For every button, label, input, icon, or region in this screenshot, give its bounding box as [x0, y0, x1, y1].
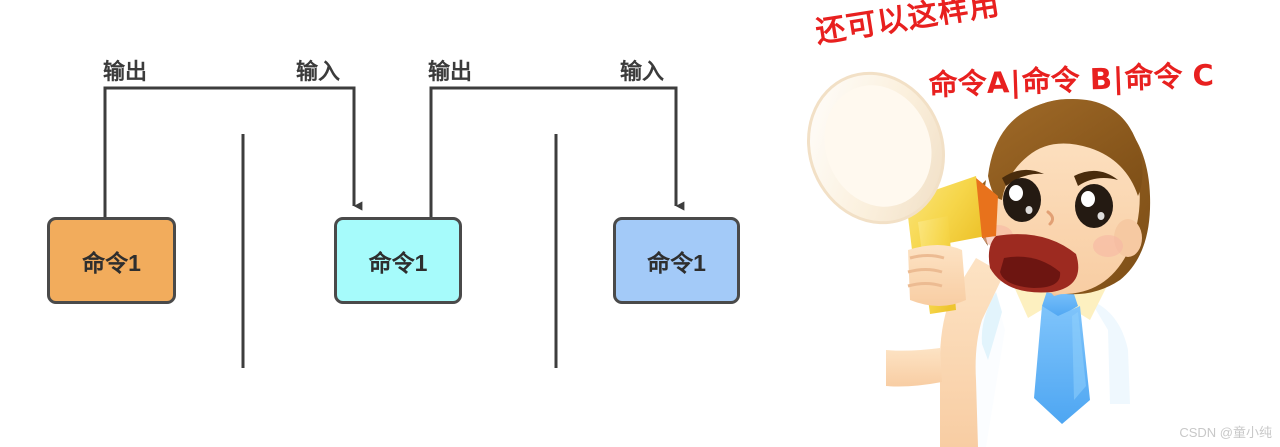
shouting-person-with-megaphone-icon: [807, 71, 1158, 447]
eyebrow-left: [1002, 169, 1044, 186]
command-box-1[interactable]: 命令1: [47, 217, 176, 304]
command-box-1-label: 命令1: [82, 249, 141, 276]
eye-left: [1003, 178, 1041, 222]
hand-grip: [907, 245, 966, 306]
label-input-1: 输入: [296, 59, 341, 84]
label-input-2: 输入: [620, 59, 665, 84]
necktie: [1034, 288, 1090, 424]
pipe-diagram: 输出 输入 输出 输入 命令1 命令1 命令1: [47, 59, 740, 368]
connector-box2-to-box3: [429, 86, 685, 219]
cheek-right: [1093, 235, 1123, 257]
label-output-1: 输出: [103, 59, 148, 84]
diagram-lines-svg: [103, 86, 685, 368]
illustration-panel: 还可以这样用 命令A|命令 B|命令 C: [790, 0, 1280, 447]
watermark: CSDN @童小纯: [1179, 425, 1272, 440]
connector-box1-to-box2: [103, 86, 363, 219]
eyebrow-right: [1074, 170, 1118, 186]
hair-fringe: [988, 99, 1143, 200]
command-box-3-label: 命令1: [647, 249, 706, 276]
nose: [1046, 210, 1055, 226]
command-box-2-label: 命令1: [368, 249, 428, 276]
open-mouth: [988, 234, 1079, 293]
eye-right: [1075, 184, 1113, 228]
command-box-2[interactable]: 命令1: [334, 217, 462, 304]
label-output-2: 输出: [428, 59, 473, 84]
command-box-3[interactable]: 命令1: [613, 217, 740, 304]
raised-arm: [886, 258, 1004, 447]
